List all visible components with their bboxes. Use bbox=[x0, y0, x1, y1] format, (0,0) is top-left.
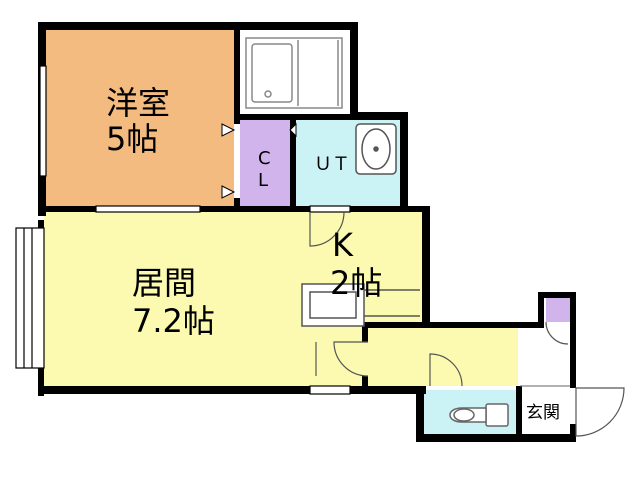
utility-label: ＵＴ bbox=[314, 154, 350, 175]
washbasin bbox=[355, 123, 397, 175]
living-room-size: 7.2帖 bbox=[132, 302, 215, 340]
western-room-size: 5帖 bbox=[106, 120, 158, 158]
door-swings bbox=[309, 211, 625, 437]
closet-label-l: L bbox=[258, 170, 268, 191]
kitchen-name: K bbox=[332, 226, 354, 264]
western-room-name: 洋室 bbox=[106, 84, 170, 122]
closet-label-c: C bbox=[258, 148, 271, 169]
closet-floor bbox=[240, 120, 292, 206]
bathtub bbox=[245, 37, 343, 109]
toilet bbox=[449, 403, 509, 427]
closet-doors bbox=[221, 122, 297, 199]
hall-floor bbox=[368, 322, 518, 386]
living-window bbox=[15, 227, 45, 369]
entrance-floor bbox=[520, 322, 572, 434]
kitchen-counter bbox=[301, 283, 420, 327]
living-room-name: 居間 bbox=[132, 264, 196, 302]
kitchen-size: 2帖 bbox=[330, 264, 382, 302]
windows bbox=[15, 65, 351, 395]
western-room-floor bbox=[46, 30, 234, 206]
shoe-box bbox=[546, 298, 570, 322]
entrance-label: 玄関 bbox=[526, 403, 560, 423]
